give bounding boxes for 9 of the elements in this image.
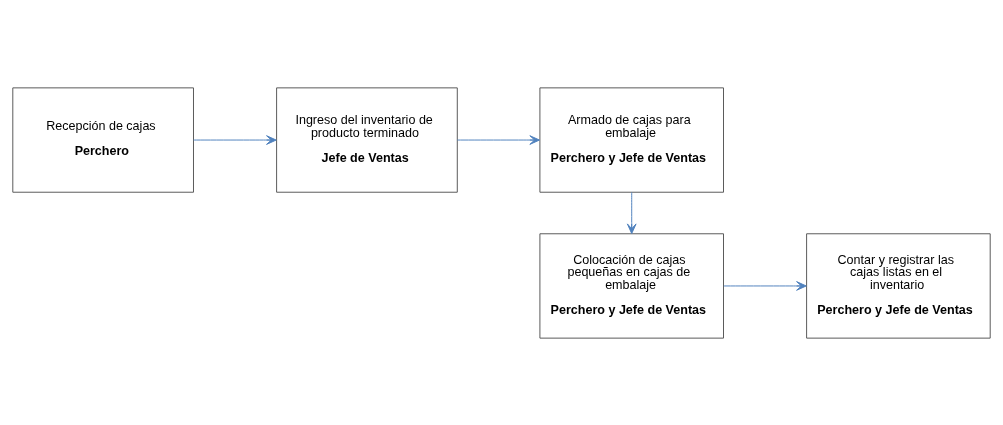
arrow — [723, 280, 807, 291]
arrow — [456, 134, 540, 145]
node-box: Colocación de cajas pequeñas en cajas de embalaje Perchero y Jefe de Ventas — [539, 232, 724, 339]
node-box: Recepción de cajas Perchero — [12, 86, 194, 193]
node-box: Armado de cajas para embalaje Perchero y Jefe de Ventas — [539, 86, 724, 193]
arrow — [193, 134, 277, 145]
arrow — [626, 191, 637, 234]
node-box: Ingreso del inventario de producto terminado Jefe de Ventas — [276, 86, 458, 193]
node-box: Contar y registrar las cajas listas en el inventario Perchero y Jefe de Ventas — [806, 232, 991, 339]
